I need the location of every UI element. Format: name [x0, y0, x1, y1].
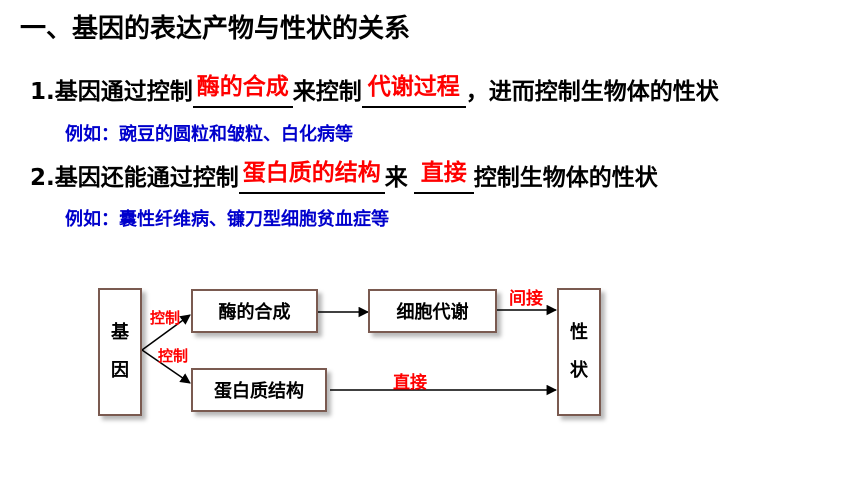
statement-2-prefix: 2.基因还能通过控制 [30, 165, 239, 191]
statement-1-suffix: ，进而控制生物体的性状 [465, 79, 719, 105]
label-direct: 直接 [393, 373, 427, 393]
statement-2-middle: 来 [384, 165, 408, 191]
arrow-gene-to-protein [141, 349, 191, 384]
statement-1-prefix: 1.基因通过控制 [30, 79, 193, 105]
protein-structure-box: 蛋白质结构 [191, 368, 327, 412]
trait-box: 性 状 [557, 288, 601, 416]
cell-metabolism-box: 细胞代谢 [368, 289, 497, 333]
label-indirect: 间接 [509, 289, 543, 309]
statement-2-blank-2: 直接 [413, 158, 474, 194]
arrow-gene-to-enzyme [141, 314, 191, 351]
statement-2: 2.基因还能通过控制蛋白质的结构来直接控制生物体的性状 [30, 158, 658, 194]
label-control-bottom: 控制 [158, 347, 189, 365]
enzyme-synthesis-box: 酶的合成 [191, 289, 318, 333]
statement-1-blank-1: 酶的合成 [192, 72, 293, 108]
example-1: 例如：豌豆的圆粒和皱粒、白化病等 [65, 124, 353, 145]
statement-1: 1.基因通过控制酶的合成来控制代谢过程，进而控制生物体的性状 [30, 72, 719, 108]
label-control-top: 控制 [150, 309, 181, 327]
example-2: 例如：囊性纤维病、镰刀型细胞贫血症等 [65, 209, 389, 230]
statement-2-suffix: 控制生物体的性状 [473, 165, 658, 191]
statement-1-blank-2: 代谢过程 [361, 72, 466, 108]
statement-1-middle: 来控制 [292, 79, 362, 105]
page-title: 一、基因的表达产物与性状的关系 [20, 14, 411, 44]
statement-2-blank-1: 蛋白质的结构 [238, 158, 385, 194]
gene-box: 基 因 [98, 288, 142, 416]
